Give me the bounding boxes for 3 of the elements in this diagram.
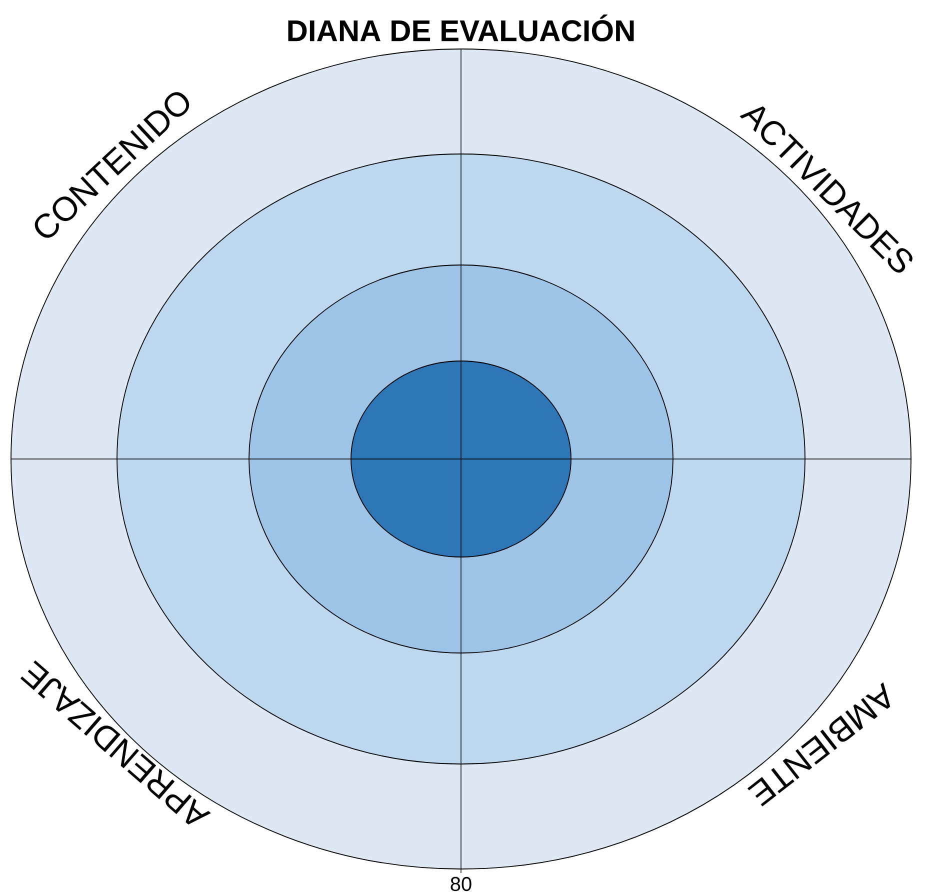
target-ring: [350, 360, 572, 558]
page-number: 80: [450, 876, 472, 892]
title: DIANA DE EVALUACIÓN: [288, 14, 634, 42]
